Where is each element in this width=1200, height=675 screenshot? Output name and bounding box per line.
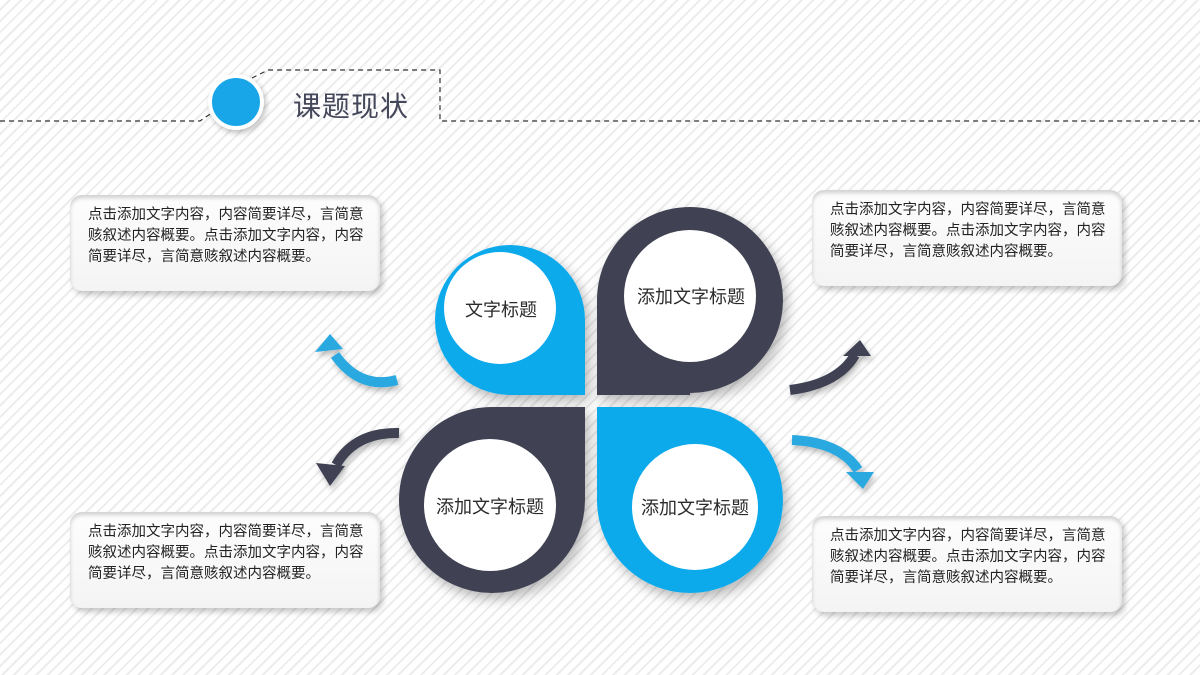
card-text: 点击添加文字内容，内容简要详尽，言简意赅叙述内容概要。点击添加文字内容，内容简要… [88,207,364,265]
curved-arrow-up-right-icon [789,340,871,395]
text-card-top-left[interactable]: 点击添加文字内容，内容简要详尽，言简意赅叙述内容概要。点击添加文字内容，内容简要… [70,195,380,291]
text-card-bottom-right[interactable]: 点击添加文字内容，内容简要详尽，言简意赅叙述内容概要。点击添加文字内容，内容简要… [812,516,1122,612]
page-title: 课题现状 [293,90,410,123]
curved-arrow-up-left-icon [315,334,399,388]
petal-inner-circle [444,252,556,364]
petal-label-top-right: 添加文字标题 [637,287,745,308]
text-card-top-right[interactable]: 点击添加文字内容，内容简要详尽，言简意赅叙述内容概要。点击添加文字内容，内容简要… [812,190,1122,286]
curved-arrow-down-left-icon [316,427,400,486]
card-text: 点击添加文字内容，内容简要详尽，言简意赅叙述内容概要。点击添加文字内容，内容简要… [830,528,1106,586]
petal-inner-circle [624,230,756,362]
petal-label-top-left: 文字标题 [465,300,537,321]
card-text: 点击添加文字内容，内容简要详尽，言简意赅叙述内容概要。点击添加文字内容，内容简要… [830,202,1106,260]
title-bullet-icon [208,74,264,130]
card-text: 点击添加文字内容，内容简要详尽，言简意赅叙述内容概要。点击添加文字内容，内容简要… [88,524,364,582]
curved-arrow-down-right-icon [791,435,874,489]
petal-inner-circle [632,444,758,570]
petal-label-bottom-left: 添加文字标题 [436,497,544,518]
petal-label-bottom-right: 添加文字标题 [641,498,749,519]
petal-inner-circle [424,439,556,571]
text-card-bottom-left[interactable]: 点击添加文字内容，内容简要详尽，言简意赅叙述内容概要。点击添加文字内容，内容简要… [70,512,380,608]
